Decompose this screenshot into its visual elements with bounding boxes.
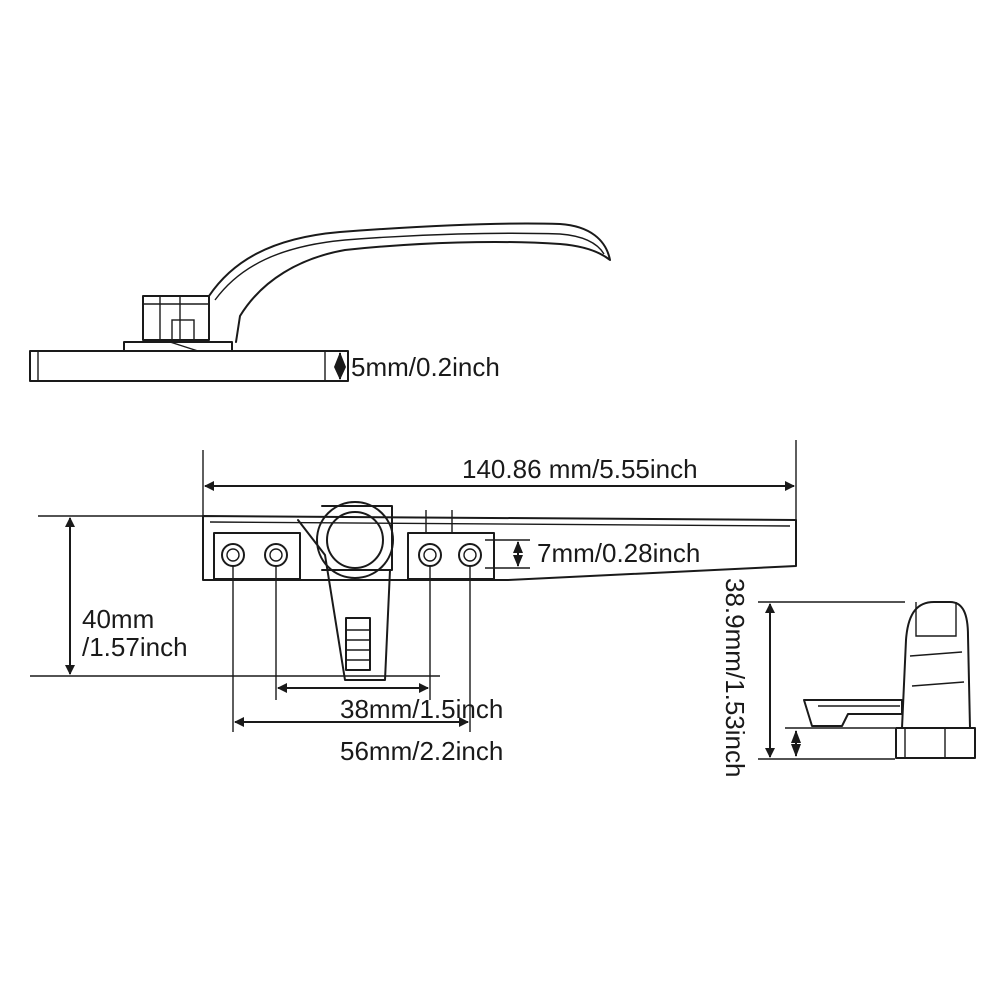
handle-top-view [202,501,797,681]
height-label-inch: /1.57inch [82,632,188,662]
inner-spacing-dimension [275,566,431,700]
hole-size-dimension [485,539,530,569]
base-thickness-label: 5mm/0.2inch [351,352,500,382]
height-label-mm: 40mm [82,604,154,634]
handle-side-view [29,222,611,382]
keeper-height-dimension [758,601,905,760]
keeper-side-view [803,601,976,759]
outer-spacing-label: 56mm/2.2inch [340,736,503,766]
inner-spacing-label: 38mm/1.5inch [340,694,503,724]
outer-spacing-dimension [232,566,471,732]
base-thickness-dimension [334,352,346,380]
overall-length-label: 140.86 mm/5.55inch [462,454,698,484]
height-dimension [30,515,440,677]
overall-length-dimension [202,440,797,520]
hole-size-label: 7mm/0.28inch [537,538,700,568]
keeper-height-label: 38.9mm/1.53inch [720,578,750,777]
